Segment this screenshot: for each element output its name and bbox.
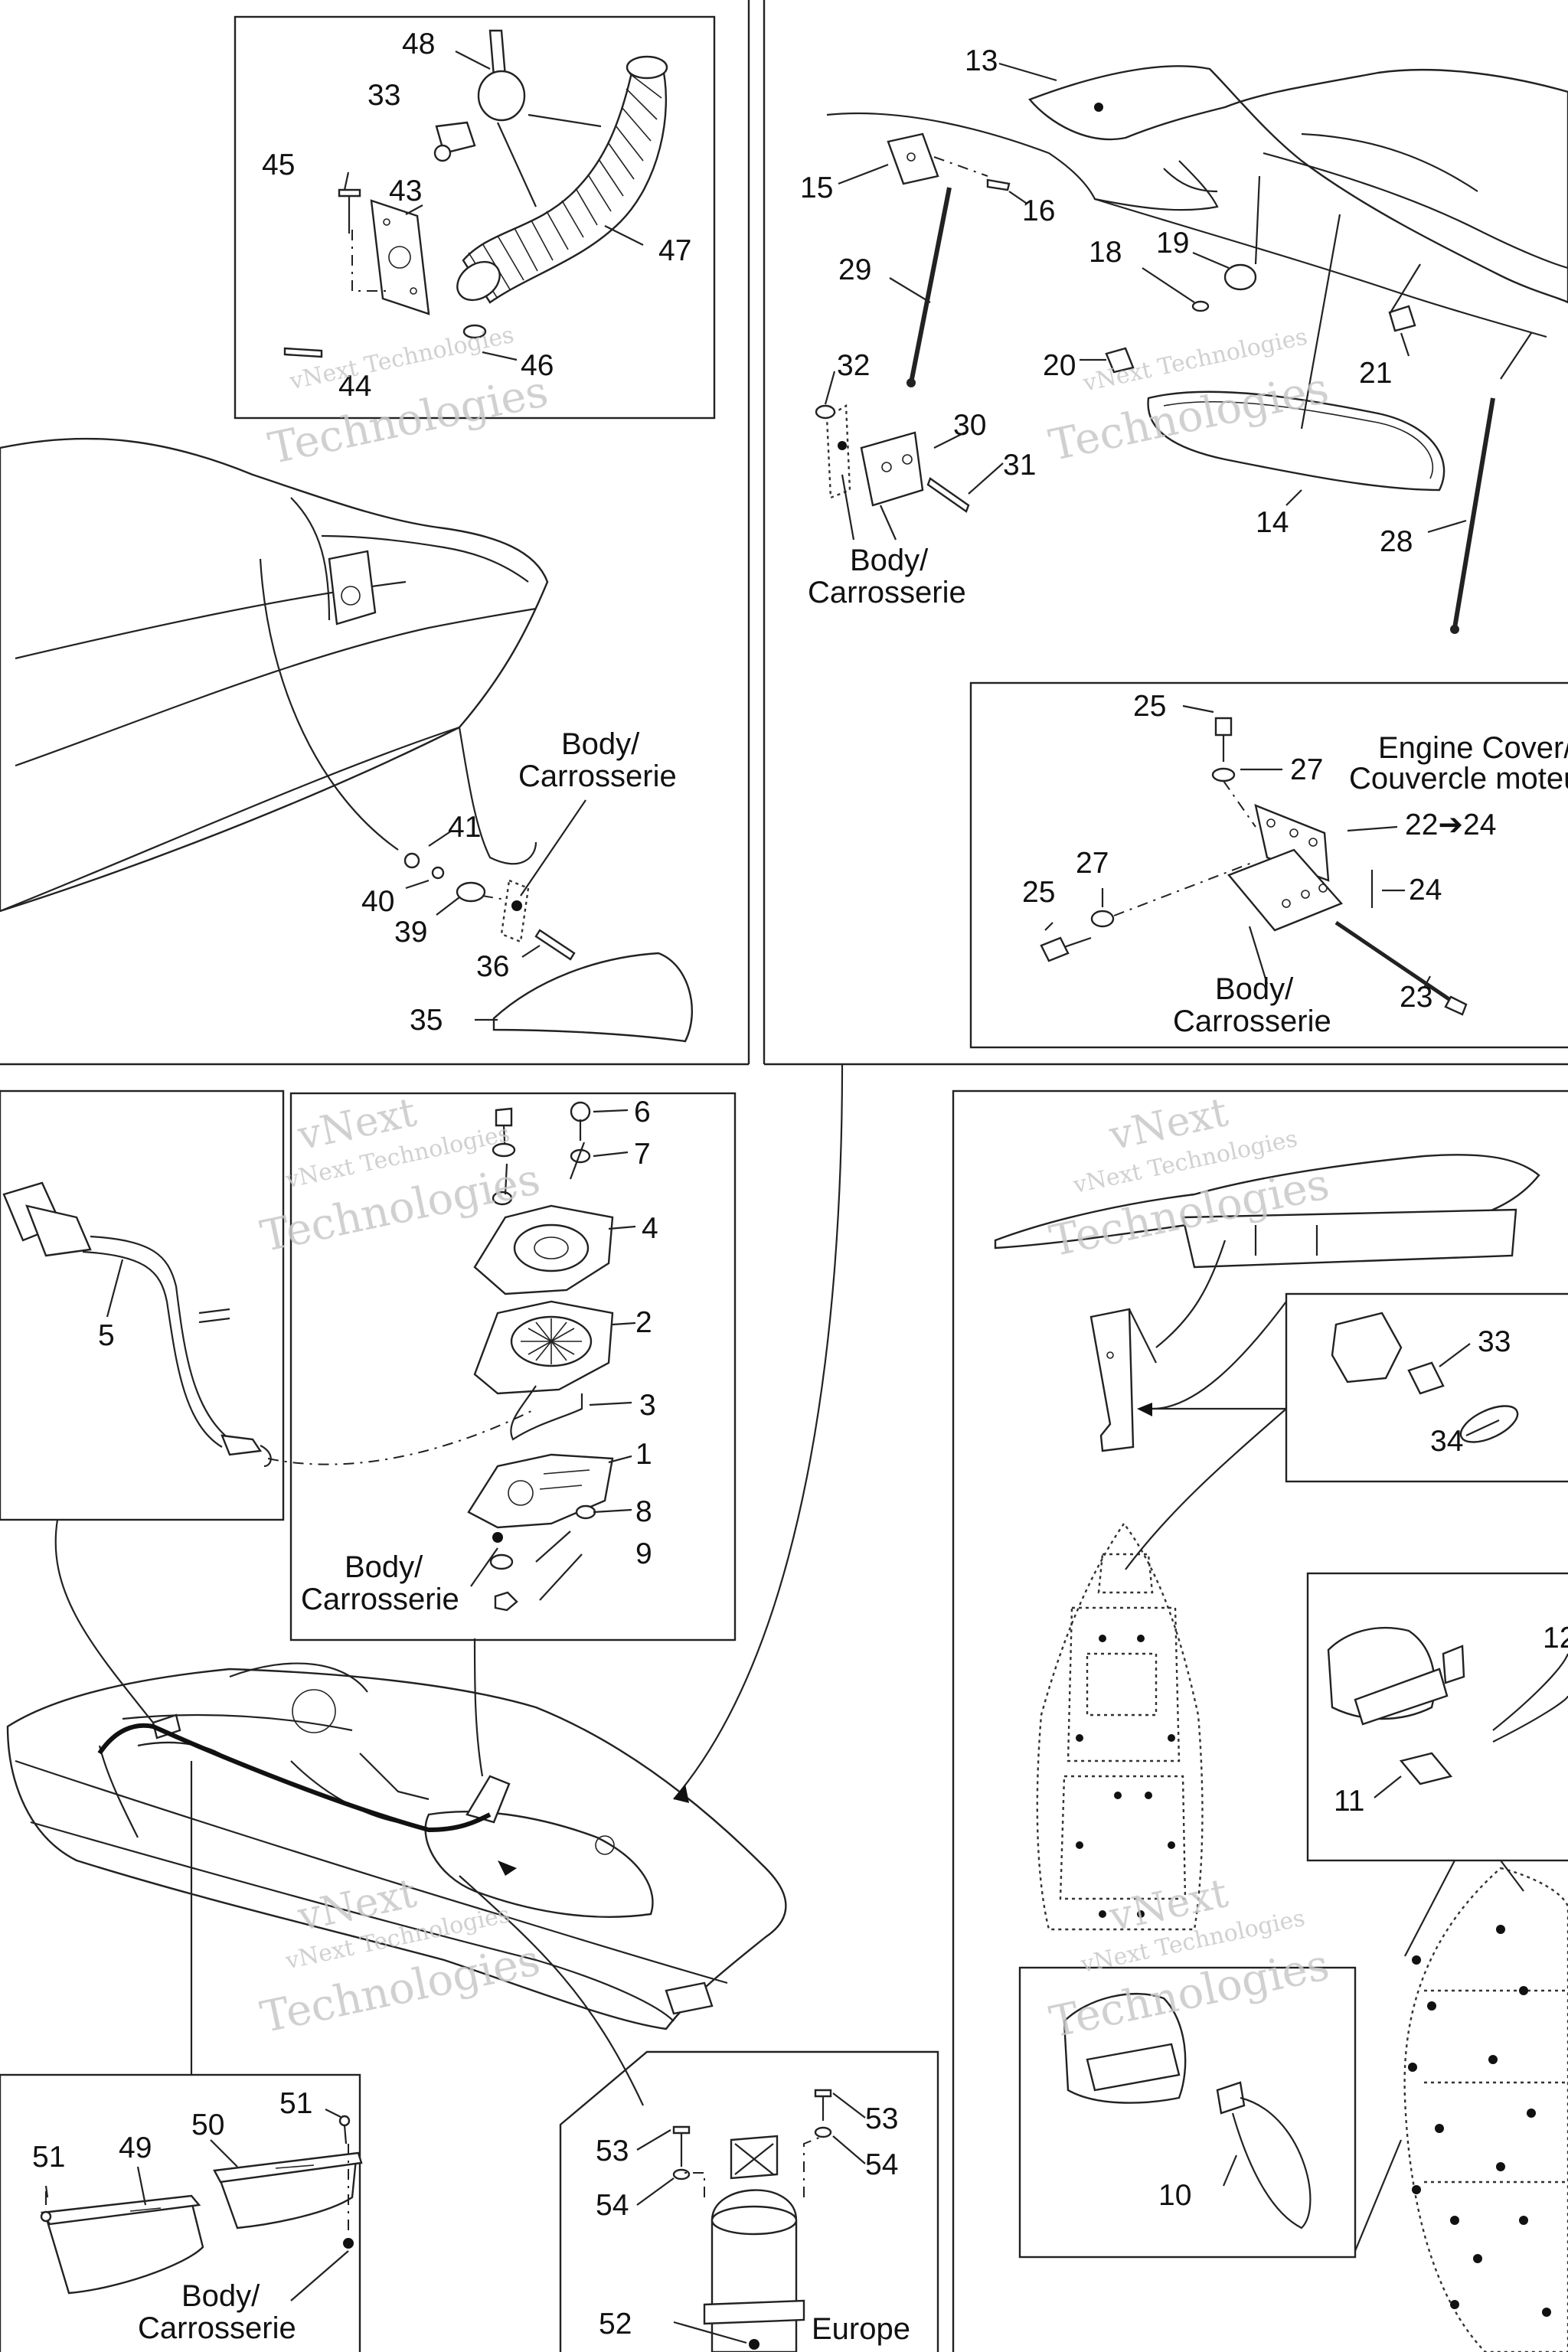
speaker-inset-frame <box>289 1092 737 1642</box>
callout-51-right: 51 <box>279 2087 312 2120</box>
vent-duct-assembly <box>283 29 668 361</box>
callout-54-right: 54 <box>865 2148 898 2181</box>
callout-34: 34 <box>1430 1425 1463 1458</box>
callout-43: 43 <box>389 175 422 207</box>
callout-36: 36 <box>476 950 509 983</box>
callout-15: 15 <box>800 172 833 204</box>
body-caption-speaker-2: Carrosserie <box>301 1583 459 1616</box>
callout-46: 46 <box>521 349 554 382</box>
throttle-inset-frame <box>0 1089 285 1521</box>
callout-40: 40 <box>361 885 394 918</box>
tie-inset-frame-a <box>1306 1572 1568 1862</box>
tie-inset-frame-b <box>1018 1966 1357 2259</box>
callout-25-left: 25 <box>1022 876 1055 909</box>
storage-bin-frame <box>0 2073 361 2352</box>
hinge-assembly <box>1040 704 1468 1016</box>
hinge-inset-frame <box>969 681 1568 1049</box>
engine-cover-caption-1: Engine Cover/ <box>1378 731 1568 765</box>
callout-25-top: 25 <box>1133 690 1166 723</box>
body-caption-hinge-1: Body/ <box>1215 972 1294 1006</box>
body-caption-hinge-2: Carrosserie <box>1173 1004 1331 1038</box>
throttle-cable-assembly <box>2 1181 537 1468</box>
callout-39: 39 <box>394 916 427 949</box>
callout-8: 8 <box>635 1495 652 1528</box>
callout-44: 44 <box>338 370 371 403</box>
callout-10: 10 <box>1158 2179 1191 2212</box>
callout-19: 19 <box>1156 227 1189 260</box>
storage-bins <box>40 2109 363 2301</box>
engine-cover-caption-2: Couvercle moteur <box>1349 762 1568 795</box>
callout-21: 21 <box>1359 357 1392 390</box>
callout-6: 6 <box>634 1096 651 1129</box>
body-caption-bracket-1: Body/ <box>850 544 929 577</box>
captions: Body/ Carrosserie Body/ Carrosserie Engi… <box>138 544 1568 2346</box>
callout-28: 28 <box>1380 525 1413 558</box>
extinguisher-assembly <box>636 2089 866 2352</box>
wiring-panel-frame <box>952 1089 1568 2352</box>
seat-bolt-hardware <box>403 799 694 1043</box>
callout-41: 41 <box>448 811 481 844</box>
callout-49: 49 <box>119 2132 152 2164</box>
callout-32: 32 <box>837 349 870 382</box>
wiring-harness-panel <box>994 1154 1568 2352</box>
callout-45: 45 <box>262 149 295 181</box>
callout-4: 4 <box>642 1212 658 1245</box>
speaker-assembly <box>467 1101 636 1612</box>
body-caption-seat-2: Carrosserie <box>518 760 677 793</box>
callout-11: 11 <box>1334 1785 1365 1818</box>
callout-51-left: 51 <box>32 2141 65 2174</box>
callout-35: 35 <box>410 1004 443 1037</box>
callout-48: 48 <box>402 28 435 60</box>
body-caption-speaker-1: Body/ <box>345 1550 423 1584</box>
engine-cover-assembly <box>815 62 1568 634</box>
callout-13: 13 <box>965 44 998 77</box>
callout-52: 52 <box>599 2308 632 2341</box>
callout-20: 20 <box>1043 349 1076 382</box>
callout-12: 12 <box>1543 1622 1568 1655</box>
callout-9: 9 <box>635 1537 652 1570</box>
callout-2: 2 <box>635 1306 652 1339</box>
boat-hull <box>6 1063 844 2106</box>
callout-27-top: 27 <box>1290 753 1323 786</box>
callout-50: 50 <box>191 2109 224 2141</box>
callout-27-left: 27 <box>1076 847 1109 880</box>
callout-47: 47 <box>658 234 691 267</box>
callout-54-left: 54 <box>596 2189 629 2222</box>
callout-31: 31 <box>1003 449 1036 482</box>
clip-inset-frame <box>1285 1292 1568 1483</box>
europe-caption: Europe <box>812 2312 910 2346</box>
duct-inset-frame <box>234 15 716 420</box>
callout-33-clip: 33 <box>1478 1325 1511 1358</box>
callout-7: 7 <box>634 1138 651 1171</box>
callout-33: 33 <box>368 79 400 112</box>
callout-18: 18 <box>1089 236 1122 269</box>
callout-3: 3 <box>639 1389 656 1422</box>
callout-29: 29 <box>838 253 871 286</box>
body-caption-bins-1: Body/ <box>181 2279 260 2313</box>
body-caption-seat-1: Body/ <box>561 727 640 761</box>
callout-5: 5 <box>98 1319 115 1352</box>
callout-53-left: 53 <box>596 2135 629 2167</box>
seat-body-assembly <box>0 437 549 913</box>
callout-1: 1 <box>635 1438 652 1471</box>
callout-labels: 48 33 45 43 47 44 46 41 40 39 36 35 13 1… <box>32 28 1568 2341</box>
callout-24: 24 <box>1409 874 1442 906</box>
callout-53-right: 53 <box>865 2102 898 2135</box>
body-caption-bins-2: Carrosserie <box>138 2311 296 2345</box>
callout-23: 23 <box>1400 981 1432 1014</box>
callout-14: 14 <box>1256 506 1289 539</box>
body-caption-bracket-2: Carrosserie <box>808 576 966 609</box>
callout-22-24: 22➔24 <box>1405 808 1496 841</box>
callout-16: 16 <box>1022 194 1055 227</box>
extinguisher-frame <box>559 2050 939 2352</box>
callout-30: 30 <box>953 409 986 442</box>
